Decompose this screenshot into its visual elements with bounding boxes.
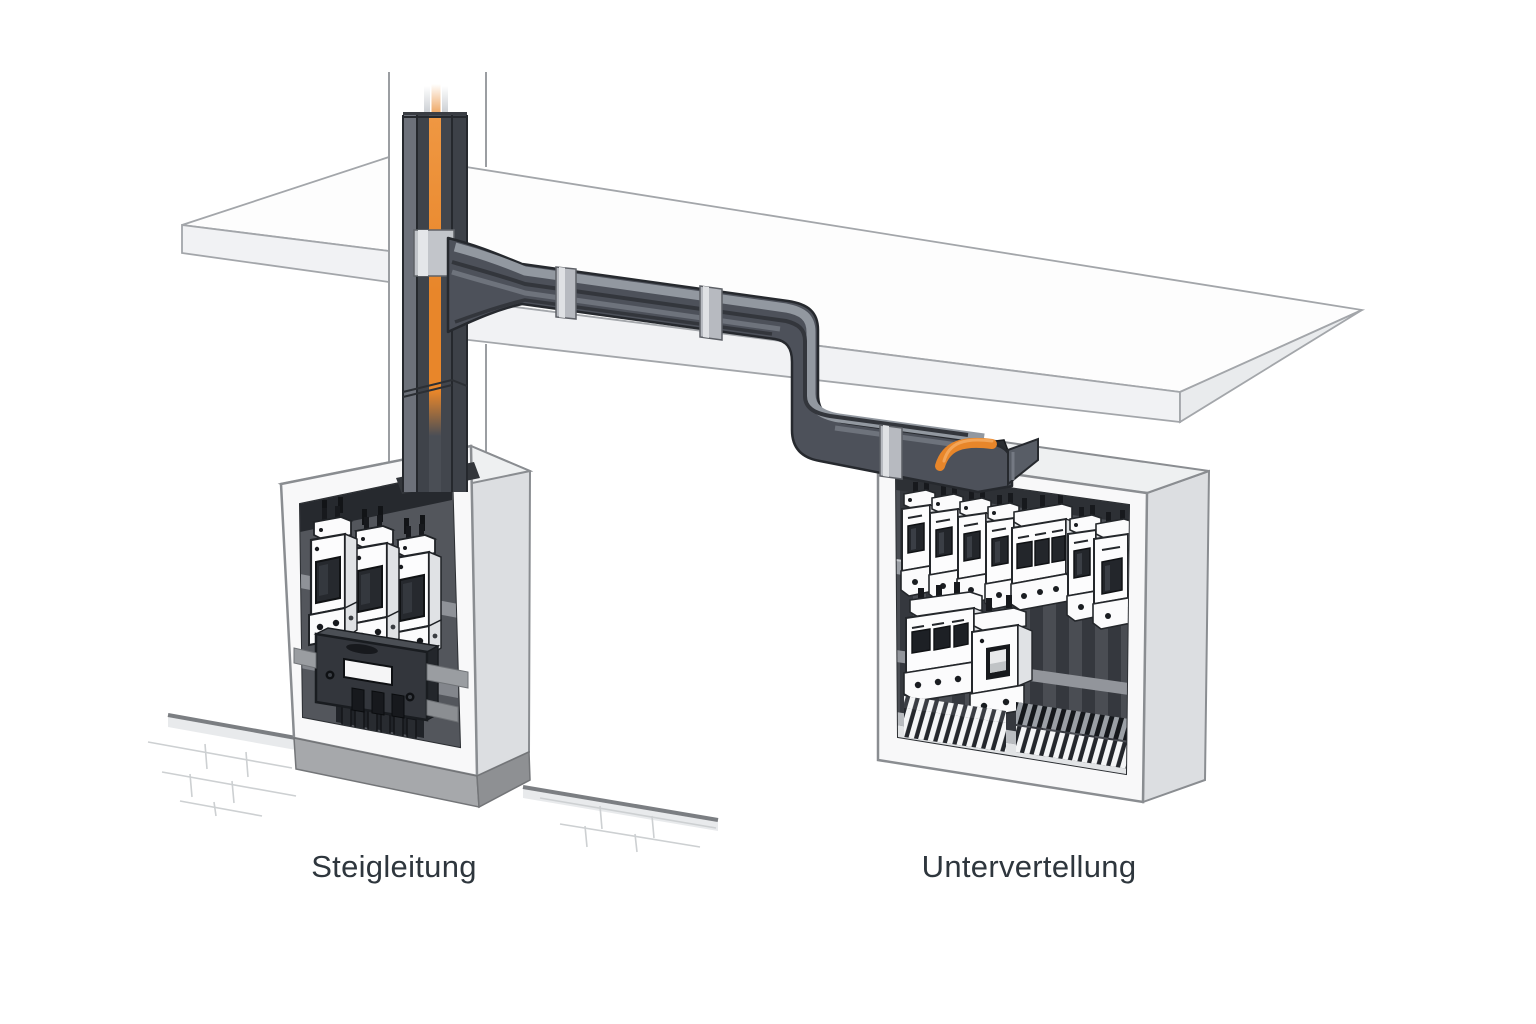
label-steigleitung: Steigleitung (311, 849, 477, 884)
cable-fade (424, 86, 430, 120)
orange-cable-elbow (935, 437, 997, 471)
brick-joint-lines (147, 741, 717, 853)
orange-cable-stripe (429, 118, 441, 436)
orange-cable-top (431, 84, 441, 122)
wall-edge-lines (388, 72, 487, 464)
duct-coupler (555, 266, 577, 320)
main-distribution-box (277, 444, 534, 809)
duct-coupler (879, 424, 903, 480)
duct-end-cap (1007, 437, 1039, 487)
rcd-switch-device (969, 595, 1033, 720)
duct-top-highlight (453, 242, 985, 443)
terminal-block-right (1016, 702, 1129, 770)
floor-slab-right (459, 164, 1366, 424)
terminal-block-left (904, 696, 1006, 752)
ceiling-duct-run (446, 236, 1039, 494)
sub-distribution-box (876, 431, 1211, 804)
label-untervertellung: Untervertellung (922, 849, 1137, 884)
floor-slab-left (181, 155, 390, 284)
rail-tabs (293, 647, 469, 723)
riser-joint (402, 379, 468, 398)
nh-fuse-unit (307, 504, 359, 647)
brick-wall (147, 713, 719, 853)
meter-display (343, 657, 393, 687)
duct-coupler (699, 285, 723, 341)
